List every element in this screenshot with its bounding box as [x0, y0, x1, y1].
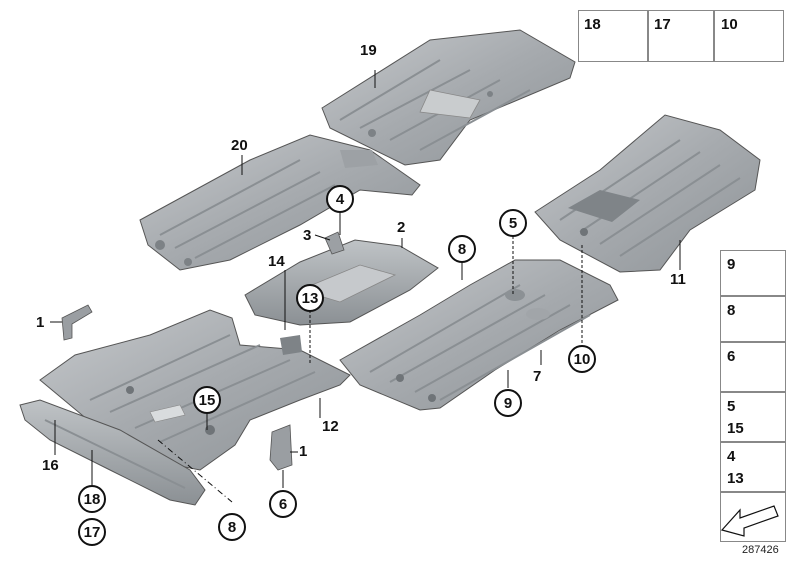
- legend-label-6: 6: [727, 348, 736, 365]
- legend-label-4: 4: [727, 448, 736, 465]
- callout-17: 17: [78, 518, 106, 546]
- callout-13: 13: [296, 284, 324, 312]
- legend-label-10: 10: [721, 16, 738, 33]
- part-20-shield: [139, 134, 421, 271]
- legend-box-4-13: 4 13: [720, 442, 786, 492]
- callout-11: 11: [670, 271, 686, 288]
- part-19-shield: [321, 29, 576, 166]
- legend-label-8: 8: [727, 302, 736, 319]
- part-2-shield: [244, 231, 439, 326]
- callout-1-bottom: 1: [299, 443, 308, 460]
- diagram-id: 287426: [742, 544, 779, 556]
- callout-14: 14: [268, 253, 285, 270]
- part-7-shield: [339, 259, 619, 411]
- legend-label-9: 9: [727, 256, 736, 273]
- legend-box-arrow: [720, 492, 786, 542]
- legend-label-13: 13: [727, 470, 744, 487]
- callout-18: 18: [78, 485, 106, 513]
- legend-box-6: 6: [720, 342, 786, 392]
- part-1-bracket-top: [61, 304, 93, 341]
- part-11-shield: [534, 114, 761, 273]
- callout-15: 15: [193, 386, 221, 414]
- legend-box-8: 8: [720, 296, 786, 342]
- callout-8-lower: 8: [218, 513, 246, 541]
- legend-label-18: 18: [584, 16, 601, 33]
- legend-box-9: 9: [720, 250, 786, 296]
- callout-19: 19: [360, 42, 377, 59]
- callout-1-top: 1: [36, 314, 45, 331]
- callout-5: 5: [499, 209, 527, 237]
- callout-10: 10: [568, 345, 596, 373]
- part-1-bracket-bottom: [269, 424, 293, 471]
- legend-box-18: 18: [578, 10, 648, 62]
- callout-9: 9: [494, 389, 522, 417]
- legend-label-15: 15: [727, 420, 744, 437]
- legend-box-5-15: 5 15: [720, 392, 786, 442]
- callout-4: 4: [326, 185, 354, 213]
- callout-7: 7: [533, 368, 542, 385]
- leader-lines: [50, 70, 681, 503]
- callout-16: 16: [42, 457, 59, 474]
- part-16-bar: [19, 399, 206, 506]
- legend-label-17: 17: [654, 16, 671, 33]
- callout-2: 2: [397, 219, 406, 236]
- callout-12: 12: [322, 418, 339, 435]
- callout-20: 20: [231, 137, 248, 154]
- legend-box-10: 10: [714, 10, 784, 62]
- arrow-icon: [720, 505, 779, 537]
- legend-label-5: 5: [727, 398, 736, 415]
- callout-6: 6: [269, 490, 297, 518]
- callout-8-upper: 8: [448, 235, 476, 263]
- legend-box-17: 17: [648, 10, 714, 62]
- callout-3: 3: [303, 227, 312, 244]
